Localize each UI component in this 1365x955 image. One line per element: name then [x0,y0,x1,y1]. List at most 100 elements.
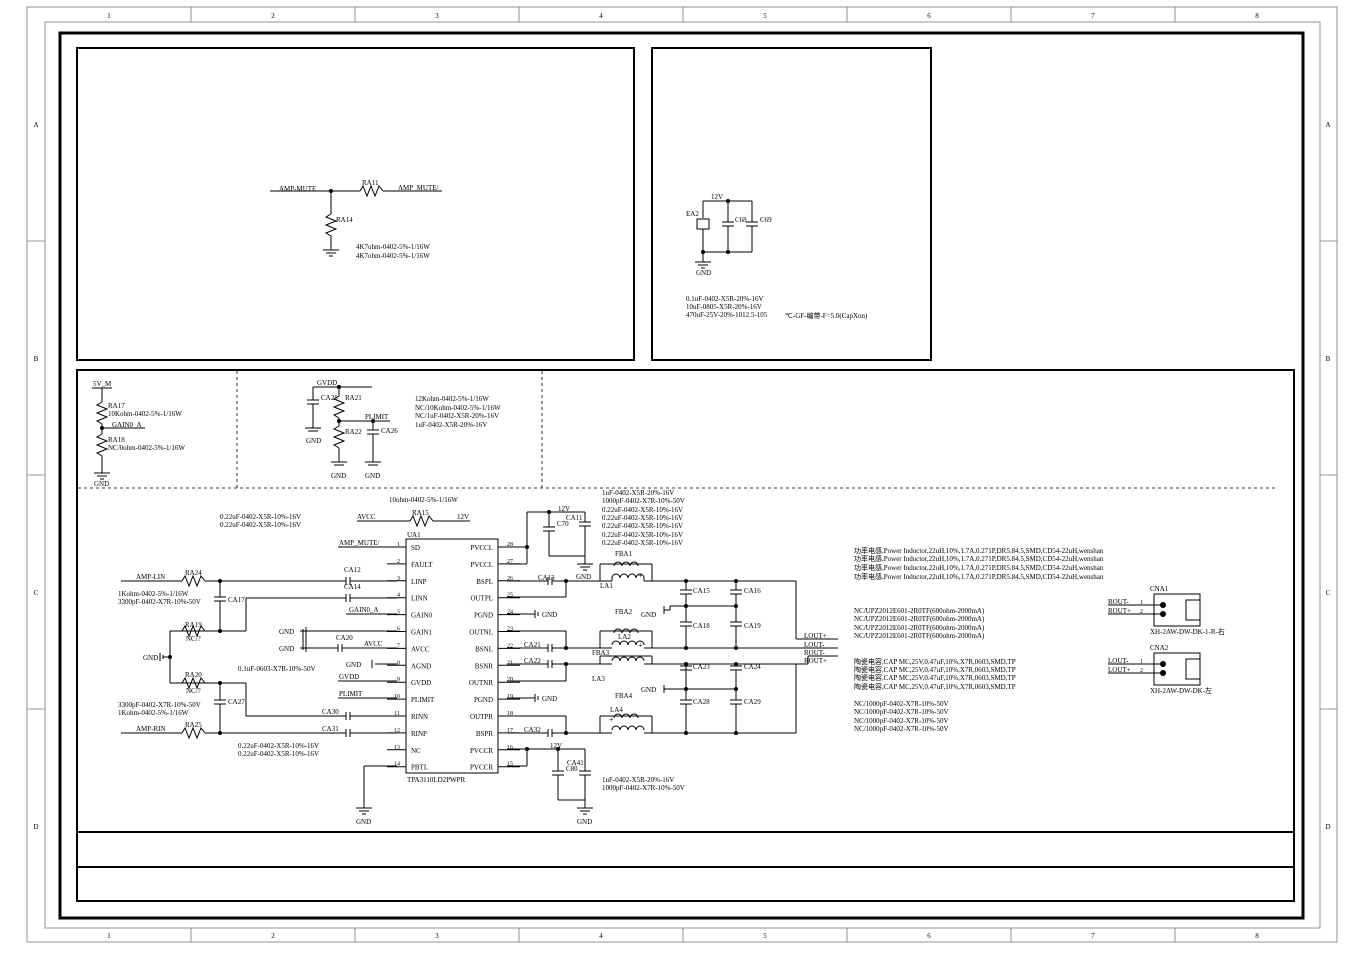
column-marker: 3 [435,12,439,20]
svg-text:RA21: RA21 [345,394,362,402]
mute-circuit: AMP-MUTE AMP_MUTE/ RA11 RA14 4K7ohm-0402… [270,179,442,260]
svg-text:FBA4: FBA4 [615,692,633,700]
svg-text:CA19: CA19 [744,622,761,630]
svg-text:CA32: CA32 [524,726,541,734]
svg-text:NC/UPZ2012E601-2R0TF(600ohm-20: NC/UPZ2012E601-2R0TF(600ohm-2000mA) [854,632,985,640]
ic-pin-name: NC [411,747,421,755]
svg-text:C69: C69 [760,216,772,224]
row-marker: A [33,121,38,129]
svg-text:RA19: RA19 [185,621,202,629]
svg-text:12V: 12V [558,505,570,513]
svg-text:RA25: RA25 [185,721,202,729]
svg-text:NC/?: NC/? [186,687,201,695]
svg-text:1: 1 [1140,659,1143,665]
svg-text:CA21: CA21 [524,641,541,649]
column-marker: 6 [927,12,931,20]
column-marker: 2 [271,932,275,940]
column-marker: 7 [1091,932,1095,940]
svg-text:功率电感,Power Inductor,22uH,10%,1: 功率电感,Power Inductor,22uH,10%,1.7A,0.271P… [854,554,1104,563]
svg-text:1Kohm-0402-5%-1/16W: 1Kohm-0402-5%-1/16W [118,709,189,717]
sheet-outer-border [26,6,1338,943]
svg-text:GVDD: GVDD [339,673,359,681]
svg-text:陶瓷电容,CAP MC,25V,0.47uF,10%,X7R: 陶瓷电容,CAP MC,25V,0.47uF,10%,X7R,0603,SMD,… [854,657,1016,666]
row-marker: A [1325,121,1330,129]
svg-text:GND: GND [696,269,711,277]
svg-text:12V: 12V [457,513,469,521]
svg-text:XH-2AW-DW-DK-1-R-右: XH-2AW-DW-DK-1-R-右 [1150,627,1225,636]
svg-text:GVDD: GVDD [317,379,337,387]
svg-text:CA31: CA31 [322,725,339,733]
ic-pin-name: BSPL [476,578,493,586]
electrolytic-cap-icon [696,218,710,230]
ic-pin-name: RINP [411,730,427,738]
ic-pin-number: 11 [394,711,400,717]
svg-text:FBA2: FBA2 [615,608,633,616]
svg-text:功率电感,Power Inductor,22uH,10%,1: 功率电感,Power Inductor,22uH,10%,1.7A,0.271P… [854,546,1104,555]
svg-text:GND: GND [365,472,380,480]
svg-text:0.22uF-0402-X5R-10%-16V: 0.22uF-0402-X5R-10%-16V [238,742,319,750]
svg-text:GND: GND [542,611,557,619]
svg-text:CA29: CA29 [744,698,761,706]
svg-text:CA25: CA25 [321,394,338,402]
svg-text:RA22: RA22 [345,428,362,436]
column-marker: 8 [1255,932,1259,940]
row-marker: C [1326,589,1331,597]
svg-text:CA18: CA18 [693,622,710,630]
svg-text:CA28: CA28 [693,698,710,706]
ic-pin-number: 9 [397,677,400,683]
bead-fba2-icon [613,628,639,634]
svg-text:CA15: CA15 [693,587,710,595]
ic-pin-name: RINN [411,713,428,721]
row-marker: B [34,355,39,363]
svg-text:LA2: LA2 [618,633,631,641]
svg-text:CA12: CA12 [344,566,361,574]
svg-text:0.1uF-0603-X7R-10%-50V: 0.1uF-0603-X7R-10%-50V [238,665,316,673]
ic-pin-name: PVCCL [470,561,493,569]
svg-text:NC/1uF-0402-X5R-20%-16V: NC/1uF-0402-X5R-20%-16V [415,412,499,420]
ic-pin-number: 23 [507,627,513,633]
svg-text:LA1: LA1 [600,582,613,590]
ic-pin-number: 27 [507,559,513,565]
svg-text:功率电感,Power Inductor,22uH,10%,1: 功率电感,Power Inductor,22uH,10%,1.7A,0.271P… [854,563,1104,572]
svg-text:GND: GND [576,573,591,581]
row-marker: B [1326,355,1331,363]
svg-text:CA24: CA24 [744,663,761,671]
svg-text:LOUT+: LOUT+ [804,632,827,640]
ic-pin-name: PGND [474,612,493,620]
inductor-la3-icon [611,656,645,662]
svg-text:RA24: RA24 [185,569,202,577]
svg-text:NC/1000pF-0402-X7R-10%-50V: NC/1000pF-0402-X7R-10%-50V [854,708,949,716]
svg-text:0.1uF-0402-X5R-20%-16V: 0.1uF-0402-X5R-20%-16V [686,295,764,303]
svg-text:3300pF-0402-X7R-10%-50V: 3300pF-0402-X7R-10%-50V [118,701,201,709]
svg-text:ROUT-: ROUT- [804,649,825,657]
svg-text:RA15: RA15 [412,509,429,517]
svg-text:NC/UPZ2012E601-2R0TF(600ohm-20: NC/UPZ2012E601-2R0TF(600ohm-2000mA) [854,624,985,632]
resistor-ra20-icon [181,676,206,690]
svg-text:陶瓷电容,CAP MC,25V,0.47uF,10%,X7R: 陶瓷电容,CAP MC,25V,0.47uF,10%,X7R,0603,SMD,… [854,673,1016,682]
ic-pin-number: 10 [394,694,400,700]
ic-pin-name: FAULT [411,561,433,569]
svg-text:10uF-0805-X5R-20%-16V: 10uF-0805-X5R-20%-16V [686,303,762,311]
ic-pin-number: 2 [397,559,400,565]
svg-text:GND: GND [577,818,592,826]
ic-pin-name: GVDD [411,679,431,687]
ic-pin-number: 14 [394,762,400,768]
ic-pin-number: 1 [397,542,400,548]
svg-text:+: + [638,571,643,580]
svg-text:AVCC: AVCC [364,640,383,648]
svg-text:+: + [609,715,614,724]
svg-text:GAIN0_A: GAIN0_A [349,606,379,614]
svg-text:0.22uF-0402-X5R-10%-16V: 0.22uF-0402-X5R-10%-16V [602,506,683,514]
svg-text:GND: GND [279,628,294,636]
ic-pin-name: LINN [411,595,428,603]
ic-pin-number: 21 [507,660,513,666]
svg-text:GND: GND [306,437,321,445]
svg-text:AMP_MUTE/: AMP_MUTE/ [339,539,380,547]
pin-icon [1160,602,1166,608]
svg-text:UA1: UA1 [407,531,421,539]
svg-text:GND: GND [641,611,656,619]
svg-text:1uF-0402-X5R-20%-16V: 1uF-0402-X5R-20%-16V [415,421,487,429]
